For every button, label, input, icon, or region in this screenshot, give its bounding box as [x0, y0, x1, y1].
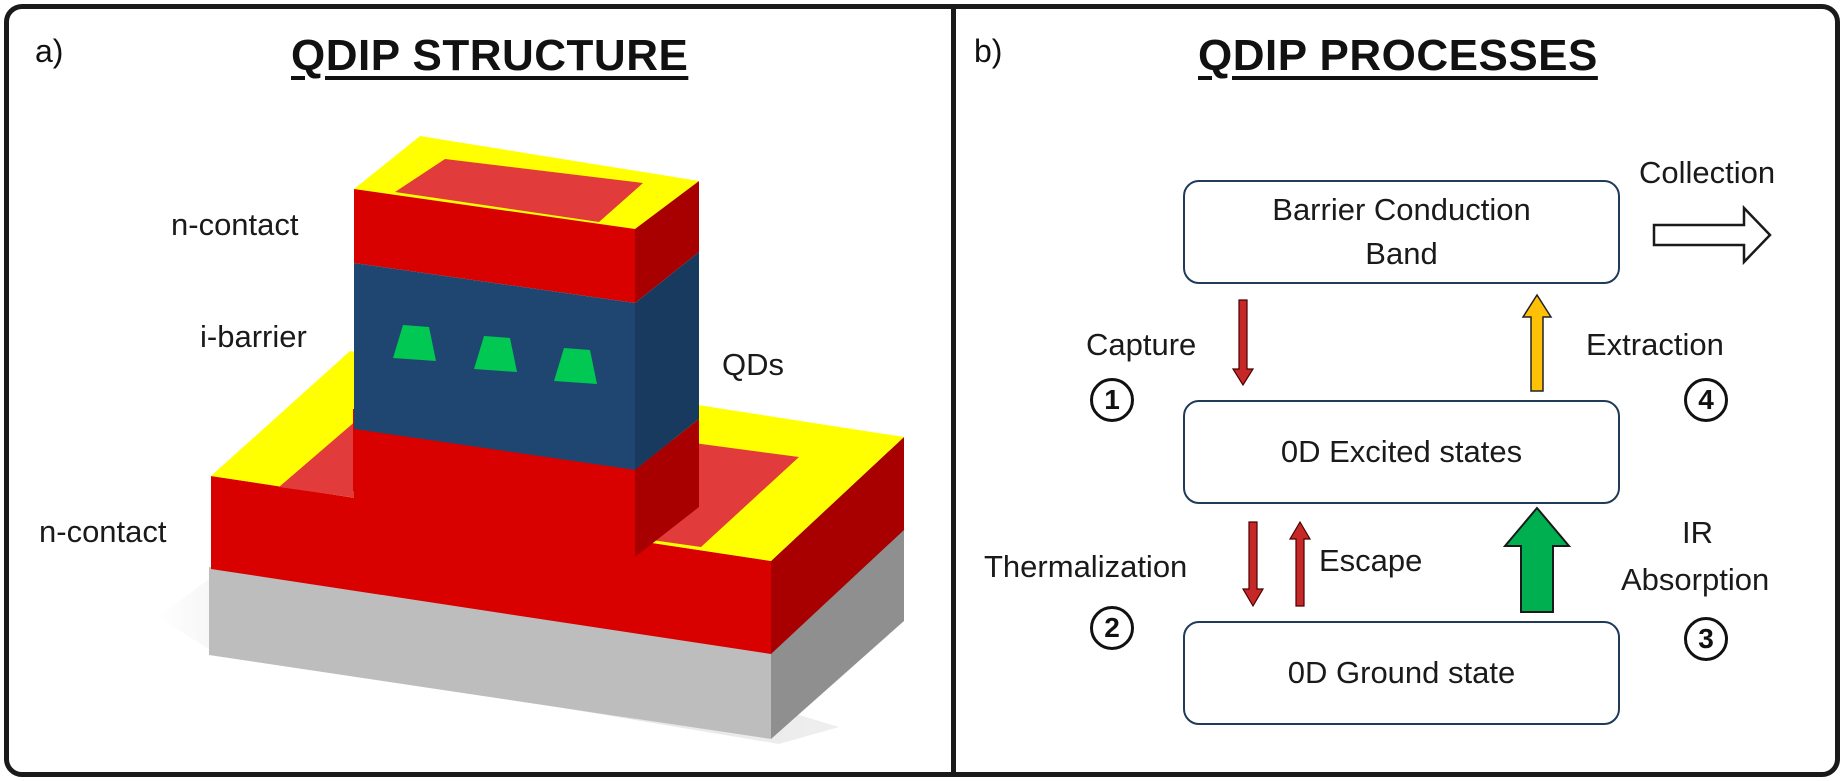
panel-divider — [951, 9, 956, 772]
escape-arrow-icon — [1288, 520, 1312, 607]
ground-box-label: 0D Ground state — [1287, 655, 1516, 690]
quantum-dot — [474, 336, 517, 372]
thermalization-arrow-icon — [1241, 521, 1265, 608]
label-qds: QDs — [722, 347, 784, 382]
barrier-box-line2: Band — [1365, 236, 1438, 271]
label-capture: Capture — [1086, 327, 1197, 362]
mesa-contact-side — [635, 181, 699, 303]
quantum-dot — [393, 325, 436, 361]
quantum-dot — [554, 348, 597, 384]
label-i-barrier: i-barrier — [200, 319, 307, 354]
extraction-arrow-icon — [1521, 293, 1553, 392]
mesa-barrier-side — [635, 252, 699, 470]
panel-letter-b: b) — [974, 33, 1003, 69]
panel-processes: b) QDIP PROCESSES Barrier Conduction Ban… — [956, 9, 1835, 772]
label-bottom-n-contact: n-contact — [39, 514, 167, 549]
panel-structure: a) QDIP STRUCTURE — [9, 9, 951, 772]
mesa-contact-top-inner — [395, 159, 643, 222]
bottom-contact-front — [211, 476, 771, 654]
label-collection: Collection — [1639, 155, 1776, 190]
label-ir-line1: IR — [1682, 515, 1713, 550]
ground-state-box: 0D Ground state — [1183, 621, 1620, 725]
label-ir-line2: Absorption — [1621, 562, 1770, 597]
collection-arrow-icon — [1652, 204, 1772, 266]
panel-letter-a: a) — [35, 33, 64, 69]
process-arrows — [1231, 204, 1772, 613]
ir-absorption-arrow-icon — [1502, 506, 1572, 613]
label-escape: Escape — [1319, 543, 1423, 578]
step-3-badge: 3 — [1684, 617, 1728, 661]
device-3d-illustration — [157, 136, 904, 744]
label-extraction: Extraction — [1586, 327, 1724, 362]
figure-frame: a) QDIP STRUCTURE — [4, 4, 1840, 777]
excited-box-label: 0D Excited states — [1280, 434, 1523, 469]
mesa-contact-front — [354, 189, 635, 303]
bottom-contact-side — [771, 437, 904, 654]
step-4-badge: 4 — [1684, 378, 1728, 422]
mesa-lower-side — [635, 419, 699, 557]
substrate-side — [771, 528, 904, 739]
step-1-badge: 1 — [1090, 378, 1134, 422]
structure-title: QDIP STRUCTURE — [291, 31, 689, 80]
excited-states-box: 0D Excited states — [1183, 400, 1620, 504]
barrier-box-line1: Barrier Conduction — [1272, 192, 1531, 227]
mesa-lower-front — [354, 429, 635, 557]
label-top-n-contact: n-contact — [171, 207, 299, 242]
barrier-conduction-band-box: Barrier Conduction Band — [1183, 180, 1620, 284]
step-2-badge: 2 — [1090, 606, 1134, 650]
capture-arrow-icon — [1231, 299, 1255, 387]
processes-title: QDIP PROCESSES — [1198, 31, 1598, 80]
substrate-front — [209, 567, 771, 739]
label-thermalization: Thermalization — [984, 549, 1188, 584]
